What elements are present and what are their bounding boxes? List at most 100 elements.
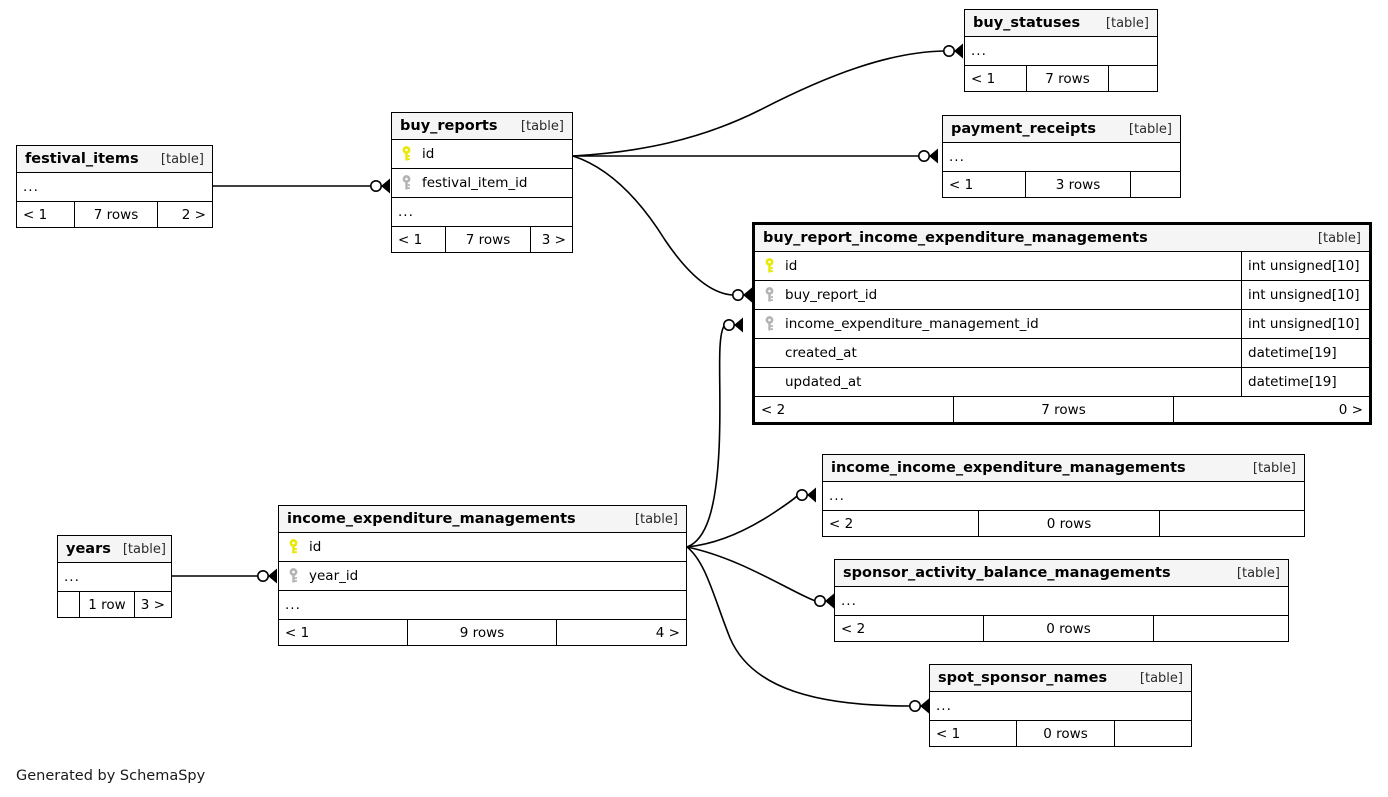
table-buy_report_income_expenditure_managements[interactable]: buy_report_income_expenditure_management… [752,222,1372,425]
table-name: buy_report_income_expenditure_management… [763,230,1148,246]
table-header-buy_report_income_expenditure_managements[interactable]: buy_report_income_expenditure_management… [755,225,1369,252]
column-type-cell: datetime[19] [1241,339,1369,367]
table-name: sponsor_activity_balance_managements [843,565,1171,581]
table-type-tag: [table] [1317,230,1361,246]
footer-child-count [1154,616,1288,641]
footer-row-count: 7 rows [446,227,531,252]
table-header-income_income_expenditure_managements[interactable]: income_income_expenditure_managements[ta… [823,455,1304,482]
table-header-income_expenditure_managements[interactable]: income_expenditure_managements[table] [279,506,686,533]
table-type-tag: [table] [1139,670,1183,686]
table-type-tag: [table] [1128,121,1172,137]
foreign-key-icon [763,316,776,332]
no-key-spacer [763,345,776,361]
table-name: buy_statuses [973,15,1081,31]
edge-iem-brieem [686,325,725,548]
footer-parent-count: < 2 [835,616,984,641]
table-header-buy_statuses[interactable]: buy_statuses [table] [965,10,1157,37]
table-header-years[interactable]: years[table] [58,536,171,563]
endpoint-spot-sponsor-names [908,698,929,714]
column-label: year_id [309,568,359,584]
column-name-cell: year_id [279,568,686,584]
edge-iem-income-iem [686,495,798,548]
table-type-tag: [table] [1252,460,1296,476]
table-header-buy_reports[interactable]: buy_reports [table] [392,113,572,140]
column-row-id[interactable]: id [279,533,686,562]
edge-iem-sponsor-abm [686,546,817,602]
column-row-id[interactable]: id [392,140,572,169]
column-label: id [309,539,322,555]
column-row-festival_item_id[interactable]: festival_item_id [392,169,572,198]
foreign-key-icon [763,287,776,303]
column-type-cell: datetime[19] [1241,368,1369,396]
column-label: income_expenditure_management_id [785,316,1039,332]
column-row-year_id[interactable]: year_id [279,562,686,591]
table-type-tag: [table] [520,118,564,134]
table-type-tag: [table] [160,151,204,167]
table-type-tag: [table] [634,511,678,527]
column-label: updated_at [785,374,862,390]
column-type-cell: int unsigned[10] [1241,252,1369,280]
hidden-columns-ellipsis: ... [835,587,1288,616]
endpoint-buy-statuses [942,43,963,59]
hidden-columns-ellipsis: ... [58,563,171,592]
endpoint-iem-year-id [256,568,277,584]
footer-parent-count: < 1 [930,721,1017,746]
footer-child-count [1109,66,1157,91]
table-name: spot_sponsor_names [938,670,1108,686]
footer-row-count: 9 rows [408,620,557,645]
primary-key-icon [400,146,413,162]
table-header-spot_sponsor_names[interactable]: spot_sponsor_names [table] [930,665,1191,692]
column-row-updated_at[interactable]: updated_at datetime[19] [755,368,1369,397]
table-income_expenditure_managements[interactable]: income_expenditure_managements[table]id y… [278,505,687,646]
edge-buy-reports-buy-statuses [572,50,945,157]
column-name-cell: id [279,539,686,555]
footer-parent-count: < 2 [755,397,954,422]
column-name-cell: id [755,258,1241,274]
column-row-income_expenditure_management_id[interactable]: income_expenditure_management_id int unsi… [755,310,1369,339]
endpoint-brieem-buy-report-id [731,287,752,303]
footer-row-count: 7 rows [1027,66,1109,91]
footer-parent-count: < 1 [392,227,446,252]
primary-key-icon [287,539,300,555]
endpoint-brieem-iem-id [722,317,743,333]
foreign-key-icon [400,175,413,191]
table-header-payment_receipts[interactable]: payment_receipts [table] [943,116,1180,143]
table-sponsor_activity_balance_managements[interactable]: sponsor_activity_balance_managements[tab… [834,559,1289,642]
footer-child-count: 4 > [655,624,680,641]
column-name-cell: id [392,146,572,162]
table-type-tag: [table] [122,541,166,557]
column-type-cell: int unsigned[10] [1241,310,1369,338]
table-name: payment_receipts [951,121,1096,137]
table-name: buy_reports [400,118,498,134]
table-income_income_expenditure_managements[interactable]: income_income_expenditure_managements[ta… [822,454,1305,537]
table-type-tag: [table] [1105,15,1149,31]
footer-row-count: 3 rows [1026,172,1131,197]
column-name-cell: created_at [755,345,1241,361]
footer-child-count [1160,511,1304,536]
primary-key-icon [763,258,776,274]
table-header-sponsor_activity_balance_managements[interactable]: sponsor_activity_balance_managements[tab… [835,560,1288,587]
footer-parent-count: < 1 [279,620,408,645]
footer-child-count [1131,172,1180,197]
footer-child-count: 3 > [541,231,566,248]
table-header-festival_items[interactable]: festival_items[table] [17,146,212,173]
schemaspy-credit: Generated by SchemaSpy [16,768,206,784]
